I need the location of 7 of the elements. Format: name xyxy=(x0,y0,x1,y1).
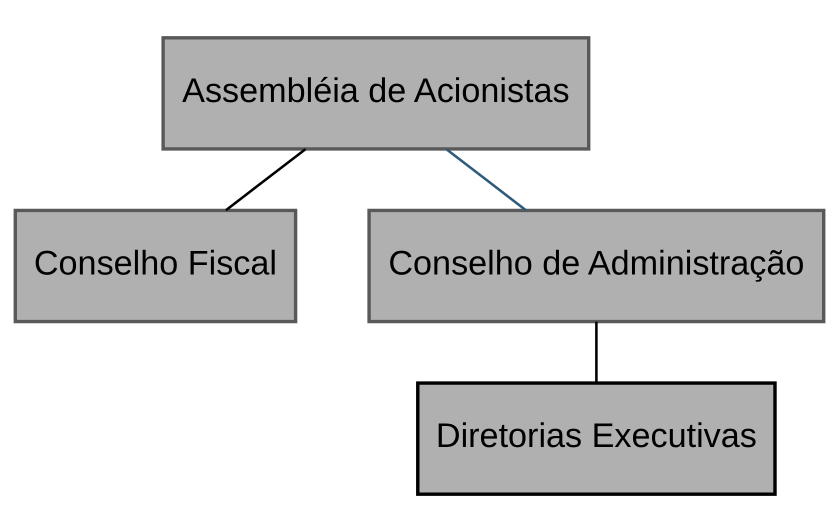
connector xyxy=(446,148,527,211)
node-box: Conselho Fiscal xyxy=(14,208,298,323)
connector xyxy=(225,148,306,211)
connector xyxy=(595,321,598,382)
node-box: Diretorias Executivas xyxy=(416,380,777,496)
node-box: Assembléia de Acionistas xyxy=(161,36,590,150)
node-box: Conselho de Administração xyxy=(367,208,826,323)
